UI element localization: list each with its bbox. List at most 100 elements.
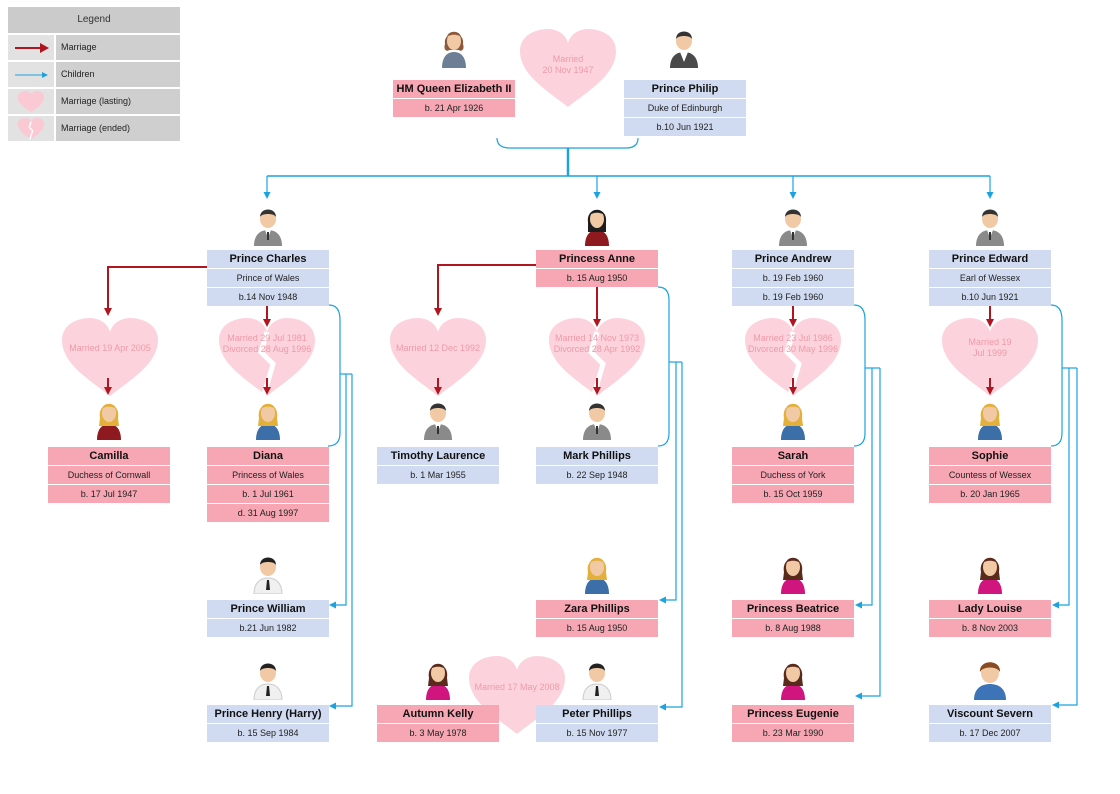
person-card-william[interactable]: Prince William b.21 Jun 1982 bbox=[207, 600, 329, 638]
legend-label: Marriage bbox=[56, 35, 180, 60]
person-detail: b. 20 Jan 1965 bbox=[929, 485, 1051, 503]
man-suit-avatar-icon bbox=[779, 209, 807, 246]
person-card-andrew[interactable]: Prince Andrew b. 19 Feb 1960 b. 19 Feb 1… bbox=[732, 250, 854, 307]
couple-bracket-andrew-sarah bbox=[853, 304, 866, 447]
person-card-anne[interactable]: Princess Anne b. 15 Aug 1950 bbox=[536, 250, 658, 288]
person-name: Diana bbox=[207, 447, 329, 465]
woman-red-dress-avatar-icon bbox=[585, 209, 609, 246]
man-suit-avatar-icon bbox=[254, 209, 282, 246]
couple-bracket-charles-diana bbox=[327, 304, 341, 447]
person-name: HM Queen Elizabeth II bbox=[393, 80, 515, 98]
couple-bracket-edward-sophie bbox=[1050, 304, 1063, 447]
person-name: Viscount Severn bbox=[929, 705, 1051, 723]
girl-pink-avatar-icon bbox=[978, 557, 1002, 594]
man-grey-suit-avatar-icon bbox=[670, 31, 698, 68]
person-card-philip[interactable]: Prince Philip Duke of Edinburgh b.10 Jun… bbox=[624, 80, 746, 137]
child-arrow-louise bbox=[1052, 368, 1070, 609]
child-arrow-peter bbox=[659, 362, 683, 711]
person-name: Princess Anne bbox=[536, 250, 658, 268]
person-name: Camilla bbox=[48, 447, 170, 465]
legend-label: Marriage (ended) bbox=[56, 116, 180, 141]
woman-blonde-avatar-icon bbox=[256, 403, 280, 440]
legend: Legend Marriage Children Marriage (lasti… bbox=[8, 7, 180, 141]
person-name: Sarah bbox=[732, 447, 854, 465]
person-card-harry[interactable]: Prince Henry (Harry) b. 15 Sep 1984 bbox=[207, 705, 329, 743]
person-name: Prince Andrew bbox=[732, 250, 854, 268]
person-detail: b. 15 Sep 1984 bbox=[207, 724, 329, 742]
woman-brown-hair-avatar-icon bbox=[442, 31, 466, 68]
person-card-diana[interactable]: Diana Princess of Wales b. 1 Jul 1961 d.… bbox=[207, 447, 329, 523]
person-name: Princess Eugenie bbox=[732, 705, 854, 723]
legend-label: Children bbox=[56, 62, 180, 87]
marriage-text-peter-autumn: Married 17 May 2008 bbox=[474, 682, 560, 692]
person-detail: Duke of Edinburgh bbox=[624, 99, 746, 117]
child-arrow-severn bbox=[1052, 368, 1078, 709]
person-detail: Duchess of York bbox=[732, 466, 854, 484]
person-detail: b. 15 Aug 1950 bbox=[536, 269, 658, 287]
person-detail: b. 15 Oct 1959 bbox=[732, 485, 854, 503]
person-card-sophie[interactable]: Sophie Countess of Wessex b. 20 Jan 1965 bbox=[929, 447, 1051, 504]
child-arrow-eugenie bbox=[855, 368, 881, 700]
person-detail: b.21 Jun 1982 bbox=[207, 619, 329, 637]
boy-white-shirt-avatar-icon bbox=[582, 663, 612, 700]
girl-pink-avatar-icon bbox=[781, 663, 805, 700]
person-card-elizabeth[interactable]: HM Queen Elizabeth II b. 21 Apr 1926 bbox=[393, 80, 515, 118]
person-detail: b. 23 Mar 1990 bbox=[732, 724, 854, 742]
marriage-text-elizabeth-philip: Married 20 Nov 1947 bbox=[542, 54, 594, 75]
person-detail: Countess of Wessex bbox=[929, 466, 1051, 484]
person-name: Zara Phillips bbox=[536, 600, 658, 618]
person-name: Princess Beatrice bbox=[732, 600, 854, 618]
person-card-autumn[interactable]: Autumn Kelly b. 3 May 1978 bbox=[377, 705, 499, 743]
person-card-laurence[interactable]: Timothy Laurence b. 1 Mar 1955 bbox=[377, 447, 499, 485]
person-card-severn[interactable]: Viscount Severn b. 17 Dec 2007 bbox=[929, 705, 1051, 743]
girl-pink-avatar-icon bbox=[426, 663, 450, 700]
broken-heart-icon bbox=[8, 116, 54, 141]
person-name: Prince Philip bbox=[624, 80, 746, 98]
child-arrow-beatrice bbox=[855, 368, 873, 609]
person-card-peter[interactable]: Peter Phillips b. 15 Nov 1977 bbox=[536, 705, 658, 743]
person-detail: b. 1 Mar 1955 bbox=[377, 466, 499, 484]
person-card-louise[interactable]: Lady Louise b. 8 Nov 2003 bbox=[929, 600, 1051, 638]
person-detail: b.10 Jun 1921 bbox=[624, 118, 746, 136]
person-card-eugenie[interactable]: Princess Eugenie b. 23 Mar 1990 bbox=[732, 705, 854, 743]
person-name: Lady Louise bbox=[929, 600, 1051, 618]
person-detail: b. 8 Aug 1988 bbox=[732, 619, 854, 637]
marriage-arrow-icon bbox=[8, 35, 54, 60]
person-detail: b. 15 Nov 1977 bbox=[536, 724, 658, 742]
boy-white-shirt-avatar-icon bbox=[253, 557, 283, 594]
marriage-heart-edward-sophie bbox=[942, 318, 1038, 396]
person-detail: b. 1 Jul 1961 bbox=[207, 485, 329, 503]
person-card-zara[interactable]: Zara Phillips b. 15 Aug 1950 bbox=[536, 600, 658, 638]
person-detail: b.10 Jun 1921 bbox=[929, 288, 1051, 306]
person-detail: b. 3 May 1978 bbox=[377, 724, 499, 742]
person-detail: b. 19 Feb 1960 bbox=[732, 288, 854, 306]
children-bracket-line bbox=[496, 137, 639, 149]
person-card-beatrice[interactable]: Princess Beatrice b. 8 Aug 1988 bbox=[732, 600, 854, 638]
person-detail: Earl of Wessex bbox=[929, 269, 1051, 287]
marriage-heart-elizabeth-philip bbox=[520, 29, 616, 107]
person-detail: b. 17 Jul 1947 bbox=[48, 485, 170, 503]
person-card-charles[interactable]: Prince Charles Prince of Wales b.14 Nov … bbox=[207, 250, 329, 307]
marriage-text-anne-laurence: Married 12 Dec 1992 bbox=[395, 343, 481, 353]
marriage-line-anne-laurence bbox=[434, 264, 536, 316]
children-arrow-icon bbox=[8, 62, 54, 87]
person-detail: b. 19 Feb 1960 bbox=[732, 269, 854, 287]
marriage-line-charles-camilla bbox=[104, 266, 207, 316]
person-card-camilla[interactable]: Camilla Duchess of Cornwall b. 17 Jul 19… bbox=[48, 447, 170, 504]
person-card-mark[interactable]: Mark Phillips b. 22 Sep 1948 bbox=[536, 447, 658, 485]
legend-item-lasting: Marriage (lasting) bbox=[8, 89, 180, 114]
legend-item-marriage: Marriage bbox=[8, 35, 180, 60]
marriage-text-edward-sophie: Married 19 Jul 1999 bbox=[968, 337, 1012, 358]
person-name: Autumn Kelly bbox=[377, 705, 499, 723]
legend-item-children: Children bbox=[8, 62, 180, 87]
person-detail: Princess of Wales bbox=[207, 466, 329, 484]
person-card-sarah[interactable]: Sarah Duchess of York b. 15 Oct 1959 bbox=[732, 447, 854, 504]
legend-title: Legend bbox=[8, 7, 180, 33]
person-detail: b. 22 Sep 1948 bbox=[536, 466, 658, 484]
boy-blue-shirt-avatar-icon bbox=[974, 662, 1006, 700]
marriage-heart-anne-laurence bbox=[390, 318, 486, 396]
woman-blonde-avatar-icon bbox=[585, 557, 609, 594]
legend-item-ended: Marriage (ended) bbox=[8, 116, 180, 141]
person-card-edward[interactable]: Prince Edward Earl of Wessex b.10 Jun 19… bbox=[929, 250, 1051, 307]
